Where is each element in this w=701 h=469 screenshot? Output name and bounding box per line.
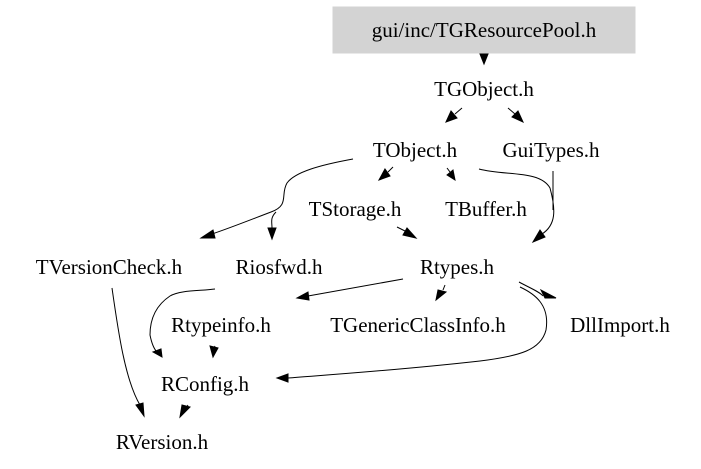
arrowhead-icon <box>151 348 163 358</box>
node-label: TGObject.h <box>434 77 534 101</box>
node-riosfwd[interactable]: Riosfwd.h <box>236 255 323 279</box>
edge-riosfwd-to-rconfig <box>149 288 216 358</box>
node-label: TObject.h <box>373 138 458 162</box>
arrowhead-icon <box>445 110 458 123</box>
edge-rtypes-to-dllimport <box>518 281 557 299</box>
edge-line <box>211 158 354 235</box>
node-label: Riosfwd.h <box>236 255 323 279</box>
arrowhead-icon <box>377 168 391 181</box>
node-label: TStorage.h <box>309 197 402 221</box>
node-label: TVersionCheck.h <box>36 255 183 279</box>
arrowhead-icon <box>511 110 525 124</box>
node-label: TBuffer.h <box>445 197 527 221</box>
edge-line <box>442 284 446 291</box>
edge-line <box>271 211 277 229</box>
root-node-box <box>332 6 636 54</box>
arrowhead-icon <box>531 229 546 244</box>
edge-line <box>518 281 544 297</box>
edge-tobject-to-tversioncheck <box>199 158 354 239</box>
edge-tobject-to-riosfwd <box>267 211 277 241</box>
arrowhead-icon <box>209 345 219 359</box>
edge-rtypes-to-rtypeinfo <box>295 278 404 301</box>
edge-rconfig-to-rversion <box>179 404 191 419</box>
arrowhead-icon <box>179 404 191 419</box>
node-label: GuiTypes.h <box>502 138 600 162</box>
arrowhead-icon <box>479 53 489 66</box>
node-label: RConfig.h <box>161 372 250 396</box>
edge-rtypes-to-rconfig <box>275 286 548 383</box>
edge-line <box>149 288 216 353</box>
node-dllimport[interactable]: DllImport.h <box>570 313 670 337</box>
edge-line <box>478 168 555 235</box>
edge-rtypeinfo-to-rconfig <box>209 345 219 359</box>
node-rversion[interactable]: RVersion.h <box>116 430 209 454</box>
edges-layer <box>111 48 557 419</box>
node-tgenericclassinfo[interactable]: TGenericClassInfo.h <box>330 313 506 337</box>
edge-line <box>396 226 406 232</box>
node-tstorage[interactable]: TStorage.h <box>309 197 402 221</box>
edge-line <box>387 166 394 173</box>
edge-tgobject-to-tobject <box>445 107 463 123</box>
node-rtypeinfo[interactable]: Rtypeinfo.h <box>171 313 271 337</box>
edge-line <box>507 107 516 115</box>
nodes-layer: gui/inc/TGResourcePool.hTGObject.hTObjec… <box>36 6 670 454</box>
edge-rtypes-to-tgenericclassinfo <box>435 284 448 302</box>
edge-line <box>307 278 404 297</box>
arrowhead-icon <box>135 402 145 418</box>
node-rconfig[interactable]: RConfig.h <box>161 372 250 396</box>
arrowhead-icon <box>539 288 557 299</box>
node-guitypes[interactable]: GuiTypes.h <box>502 138 600 162</box>
arrowhead-icon <box>275 373 289 383</box>
arrowhead-icon <box>402 227 418 239</box>
node-label: Rtypeinfo.h <box>171 313 271 337</box>
edge-line <box>454 107 463 115</box>
node-rtypes[interactable]: Rtypes.h <box>420 255 495 279</box>
node-tgobject[interactable]: TGObject.h <box>434 77 534 101</box>
arrowhead-icon <box>295 291 310 301</box>
node-label: Rtypes.h <box>420 255 495 279</box>
edge-tobject-to-tbuffer <box>446 167 456 182</box>
arrowhead-icon <box>267 227 277 241</box>
node-tversioncheck[interactable]: TVersionCheck.h <box>36 255 183 279</box>
node-tbuffer[interactable]: TBuffer.h <box>445 197 527 221</box>
edge-tstorage-to-rtypes <box>396 226 418 239</box>
node-root[interactable]: gui/inc/TGResourcePool.h <box>332 6 636 54</box>
node-label: DllImport.h <box>570 313 670 337</box>
edge-tversioncheck-to-rversion <box>111 287 145 418</box>
arrowhead-icon <box>435 289 448 302</box>
node-label: TGenericClassInfo.h <box>330 313 506 337</box>
node-tobject[interactable]: TObject.h <box>373 138 458 162</box>
edge-line <box>287 286 548 379</box>
edge-tgobject-to-guitypes <box>507 107 525 124</box>
edge-tobject-to-tstorage <box>377 166 394 181</box>
arrowhead-icon <box>199 229 216 239</box>
node-label: RVersion.h <box>116 430 209 454</box>
arrowhead-icon <box>446 169 456 182</box>
edge-tobject-to-rtypes <box>478 168 555 244</box>
edge-line <box>111 287 141 406</box>
node-label: gui/inc/TGResourcePool.h <box>372 18 597 42</box>
edge-line <box>446 167 451 173</box>
